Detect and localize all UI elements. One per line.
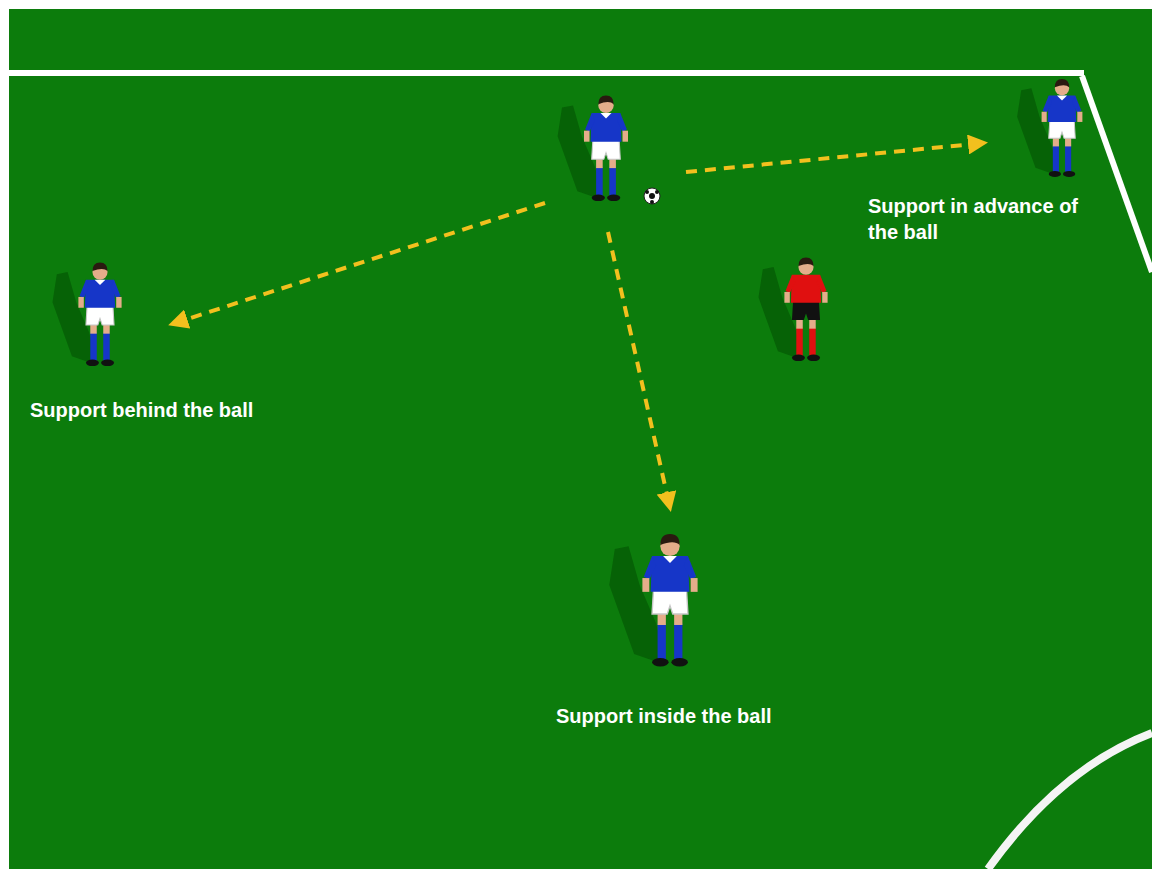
support-player <box>52 262 121 366</box>
grass <box>9 9 1152 869</box>
player-on-ball <box>558 96 628 202</box>
support-player <box>609 534 697 666</box>
touchline <box>9 70 1084 76</box>
corner-arc <box>988 733 1152 869</box>
defender <box>758 257 827 361</box>
position-label: Support in advance of the ball <box>868 193 1083 245</box>
goal-line <box>1082 76 1152 272</box>
ball <box>644 188 660 204</box>
position-label: Support behind the ball <box>30 397 253 423</box>
support-player <box>1017 79 1082 177</box>
pass-arrow <box>686 143 984 172</box>
pass-arrow <box>172 203 545 324</box>
pass-arrow <box>608 232 670 508</box>
position-label: Support inside the ball <box>556 703 772 729</box>
